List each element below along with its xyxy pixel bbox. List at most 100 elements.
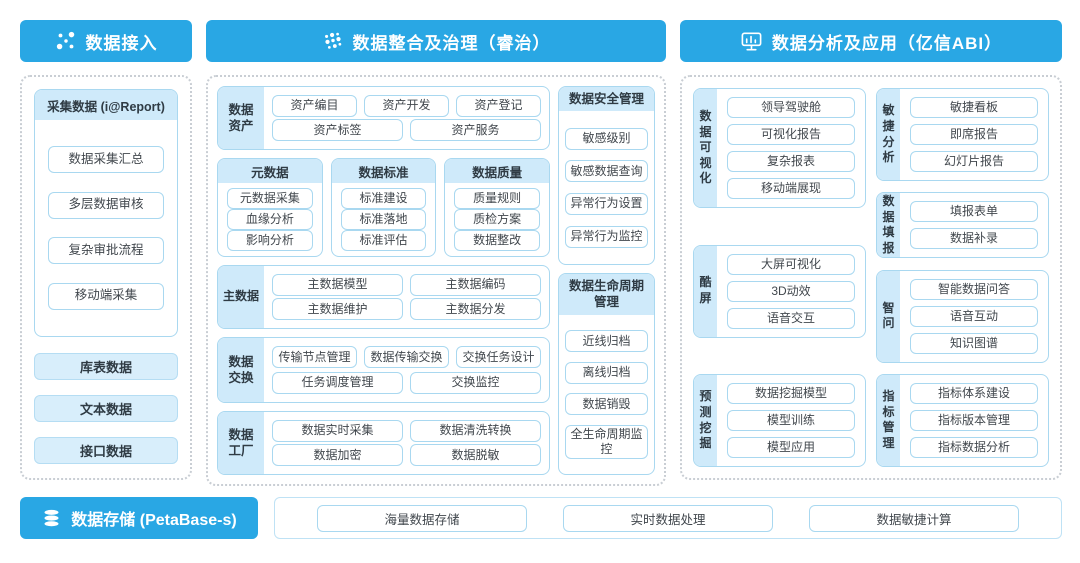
item-smart-data-qa: 智能数据问答 (910, 278, 1038, 300)
item-master-code: 主数据编码 (410, 273, 541, 296)
item-offline-archive: 离线归档 (565, 361, 648, 384)
item-adhoc-report: 即席报告 (910, 124, 1038, 145)
master-data-label: 主数据 (222, 289, 259, 304)
item-nearline-archive: 近线归档 (565, 330, 648, 353)
panel-data-standard: 数据标准 标准建设 标准落地 标准评估 (330, 158, 437, 257)
cool-screen-label-strip: 酷屏 (694, 245, 717, 337)
item-visual-report: 可视化报告 (727, 124, 855, 145)
item-leader-cockpit: 领导驾驶舱 (727, 97, 855, 118)
data-filling-label: 数据填报 (882, 194, 895, 255)
item-task-schedule-mgmt: 任务调度管理 (272, 371, 403, 394)
database-icon (44, 509, 59, 526)
item-complex-approval: 复杂审批流程 (48, 237, 164, 265)
item-master-model: 主数据模型 (272, 273, 403, 296)
item-asset-catalog: 资产编目 (272, 94, 357, 117)
item-mobile-collect: 移动端采集 (48, 282, 164, 310)
item-standard-land: 标准落地 (340, 209, 427, 230)
agile-analysis-label-strip: 敏捷分析 (877, 89, 900, 180)
data-governance-title: 数据整合及治理（睿治） (352, 33, 551, 53)
item-transfer-node-mgmt: 传输节点管理 (272, 346, 357, 369)
data-storage-title: 数据存储 (PetaBase-s) (71, 512, 237, 529)
item-data-destroy: 数据销毁 (565, 393, 648, 416)
agile-analysis-label: 敏捷分析 (882, 103, 895, 165)
section-data-analysis: 数据分析及应用（亿信ABI） 数据可视化 领导驾驶舱 可视化报告 复杂报表 移动… (680, 20, 1062, 480)
data-analysis-header: 数据分析及应用（亿信ABI） (680, 20, 1062, 62)
metadata-standard-quality-row: 元数据 元数据采集 血缘分析 影响分析 数据标准 标准建设 标准落地 标准评估 (217, 158, 551, 257)
item-agile-computing: 数据敏捷计算 (809, 504, 1019, 532)
indicator-mgmt-label: 指标管理 (882, 389, 895, 451)
data-visualization-label-strip: 数据可视化 (694, 89, 717, 207)
analysis-right-column: 敏捷分析 敏捷看板 即席报告 幻灯片报告 数据填报 填报表单 数据补录 智问 (876, 88, 1049, 467)
item-agile-board: 敏捷看板 (910, 97, 1038, 118)
item-mining-model: 数据挖掘模型 (727, 383, 855, 404)
group-smart-qa: 智问 智能数据问答 语音互动 知识图谱 (876, 269, 1049, 363)
data-factory-label: 数据工厂 (228, 427, 254, 458)
section-data-governance: 数据整合及治理（睿治） 数据资产 资产编目 资产开发 资产登记 资产标签 资产服… (206, 20, 666, 486)
item-data-supplement: 数据补录 (910, 228, 1038, 250)
dots-grid-icon (324, 32, 341, 49)
item-voice-interaction: 语音交互 (727, 307, 855, 329)
data-filling-label-strip: 数据填报 (877, 193, 900, 258)
item-model-apply: 模型应用 (727, 437, 855, 458)
data-source-buttons: 库表数据 文本数据 接口数据 (34, 353, 178, 464)
storage-bar: 数据存储 (PetaBase-s) 海量数据存储 实时数据处理 数据敏捷计算 (20, 497, 1062, 539)
item-data-mask: 数据脱敏 (410, 444, 541, 467)
predictive-mining-label: 预测挖掘 (699, 389, 712, 451)
ireport-card-title: 采集数据 (i@Report) (35, 90, 177, 120)
group-data-filling: 数据填报 填报表单 数据补录 (876, 192, 1049, 259)
data-visualization-label: 数据可视化 (699, 109, 712, 186)
dots-cluster-icon (56, 31, 74, 50)
panel-metadata: 元数据 元数据采集 血缘分析 影响分析 (217, 158, 323, 257)
item-realtime-processing: 实时数据处理 (563, 504, 773, 532)
item-abnormal-monitor: 异常行为监控 (565, 225, 648, 248)
item-metadata-collect: 元数据采集 (227, 188, 313, 209)
data-security-title: 数据安全管理 (559, 87, 654, 112)
storage-capabilities: 海量数据存储 实时数据处理 数据敏捷计算 (274, 497, 1062, 539)
item-mass-data-storage: 海量数据存储 (317, 504, 527, 532)
predictive-mining-label-strip: 预测挖掘 (694, 375, 717, 466)
data-access-panel: 采集数据 (i@Report) 数据采集汇总 多层数据审核 复杂审批流程 移动端… (20, 75, 192, 480)
item-complex-report: 复杂报表 (727, 151, 855, 172)
group-cool-screen: 酷屏 大屏可视化 3D动效 语音交互 (693, 244, 866, 338)
ireport-card: 采集数据 (i@Report) 数据采集汇总 多层数据审核 复杂审批流程 移动端… (34, 89, 178, 337)
item-slide-report: 幻灯片报告 (910, 151, 1038, 172)
item-data-collect-summary: 数据采集汇总 (48, 146, 164, 174)
item-impact-analysis: 影响分析 (227, 230, 313, 251)
group-data-factory: 数据工厂 数据实时采集 数据清洗转换 数据加密 数据脱敏 (217, 411, 550, 475)
item-standard-build: 标准建设 (340, 188, 427, 209)
data-exchange-items: 传输节点管理 数据传输交换 交换任务设计 任务调度管理 交换监控 (264, 338, 549, 402)
group-indicator-mgmt: 指标管理 指标体系建设 指标版本管理 指标数据分析 (876, 373, 1049, 467)
item-abnormal-setting: 异常行为设置 (565, 192, 648, 215)
item-multilayer-audit: 多层数据审核 (48, 191, 164, 219)
item-master-distribute: 主数据分发 (410, 298, 541, 321)
item-sensitive-query: 敏感数据查询 (565, 160, 648, 183)
item-data-rectify: 数据整改 (454, 230, 541, 251)
item-interface-data: 接口数据 (34, 437, 178, 464)
item-text-data: 文本数据 (34, 395, 178, 422)
group-data-asset: 数据资产 资产编目 资产开发 资产登记 资产标签 资产服务 (217, 86, 550, 150)
item-3d-effects: 3D动效 (727, 280, 855, 302)
data-storage-header: 数据存储 (PetaBase-s) (20, 497, 258, 539)
item-fill-form: 填报表单 (910, 201, 1038, 223)
item-master-maintain: 主数据维护 (272, 298, 403, 321)
item-exchange-task-design: 交换任务设计 (456, 346, 541, 369)
panel-data-lifecycle: 数据生命周期管理 近线归档 离线归档 数据销毁 全生命周期监控 (558, 273, 655, 475)
cool-screen-label: 酷屏 (699, 275, 712, 305)
item-asset-develop: 资产开发 (364, 94, 449, 117)
item-indicator-system: 指标体系建设 (910, 382, 1038, 404)
item-lineage-analysis: 血缘分析 (227, 209, 313, 230)
data-access-title: 数据接入 (85, 33, 158, 53)
data-exchange-label: 数据交换 (228, 354, 254, 385)
data-factory-label-strip: 数据工厂 (218, 412, 264, 474)
item-mobile-display: 移动端展现 (727, 178, 855, 199)
item-quality-check-plan: 质检方案 (454, 209, 541, 230)
data-quality-title: 数据质量 (445, 159, 550, 183)
panel-data-security: 数据安全管理 敏感级别 敏感数据查询 异常行为设置 异常行为监控 (558, 86, 655, 266)
data-analysis-title: 数据分析及应用（亿信ABI） (771, 33, 1003, 53)
governance-main-area: 数据资产 资产编目 资产开发 资产登记 资产标签 资产服务 (217, 86, 551, 475)
item-indicator-version: 指标版本管理 (910, 409, 1038, 431)
smart-qa-label: 智问 (882, 300, 895, 331)
master-data-label-strip: 主数据 (218, 266, 264, 328)
ireport-card-body: 数据采集汇总 多层数据审核 复杂审批流程 移动端采集 (35, 120, 177, 336)
